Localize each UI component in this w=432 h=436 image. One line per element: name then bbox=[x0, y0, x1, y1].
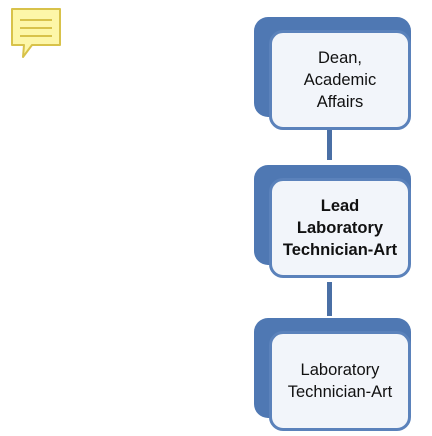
org-node-lead-laboratory-technician-art[interactable]: Lead Laboratory Technician-Art bbox=[254, 165, 411, 278]
connector-line bbox=[327, 282, 332, 316]
org-node-dean-academic-affairs[interactable]: Dean, Academic Affairs bbox=[254, 17, 411, 130]
org-node-laboratory-technician-art[interactable]: Laboratory Technician-Art bbox=[254, 318, 411, 431]
node-box: Laboratory Technician-Art bbox=[269, 331, 411, 431]
node-label: Dean, Academic Affairs bbox=[303, 49, 377, 111]
sticky-note-icon[interactable] bbox=[10, 7, 62, 62]
connector-line bbox=[327, 128, 332, 160]
node-box: Dean, Academic Affairs bbox=[269, 30, 411, 130]
node-box: Lead Laboratory Technician-Art bbox=[269, 178, 411, 278]
node-label: Lead Laboratory Technician-Art bbox=[282, 197, 398, 259]
node-label: Laboratory Technician-Art bbox=[287, 361, 393, 401]
